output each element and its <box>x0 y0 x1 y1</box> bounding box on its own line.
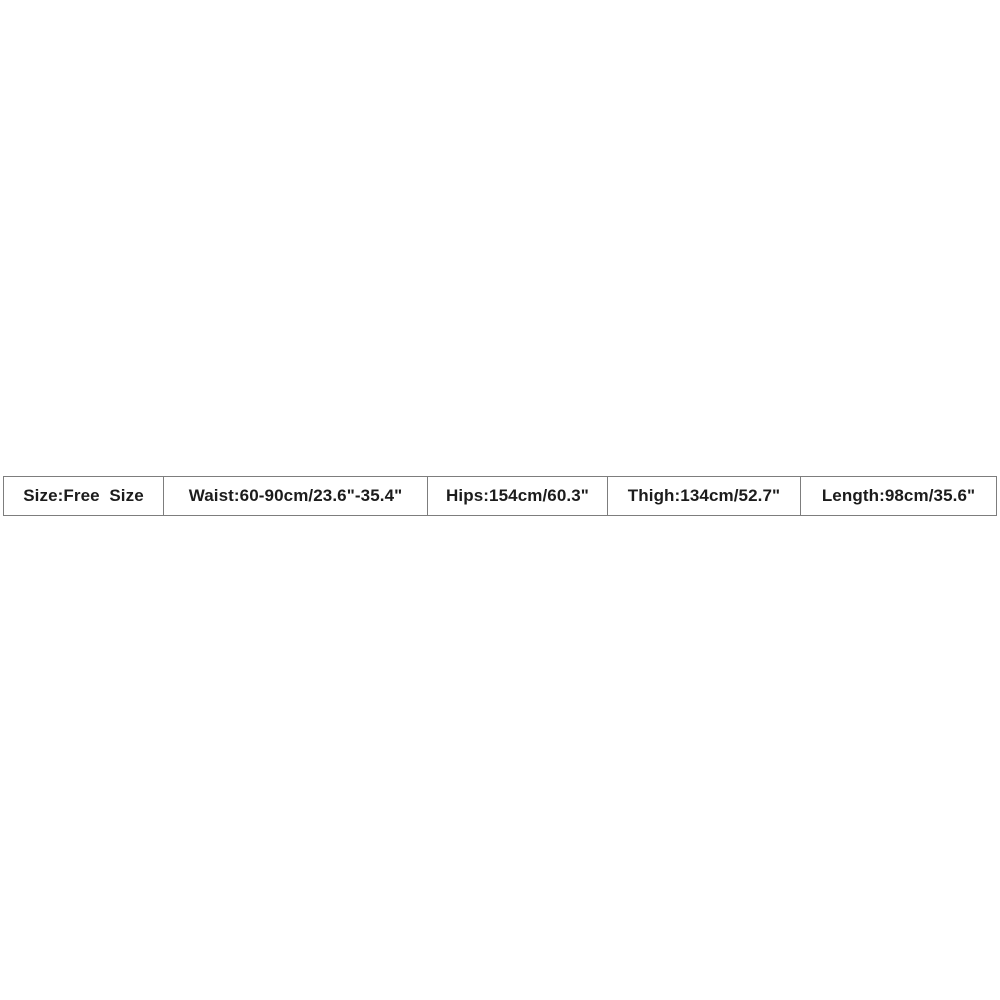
thigh-cell: Thigh:134cm/52.7" <box>608 477 801 515</box>
size-cell: Size:Free Size <box>4 477 164 515</box>
size-chart-table: Size:Free Size Waist:60-90cm/23.6"-35.4"… <box>3 476 997 516</box>
waist-cell: Waist:60-90cm/23.6"-35.4" <box>164 477 428 515</box>
length-cell: Length:98cm/35.6" <box>821 486 976 505</box>
hips-cell: Hips:154cm/60.3" <box>428 477 608 515</box>
